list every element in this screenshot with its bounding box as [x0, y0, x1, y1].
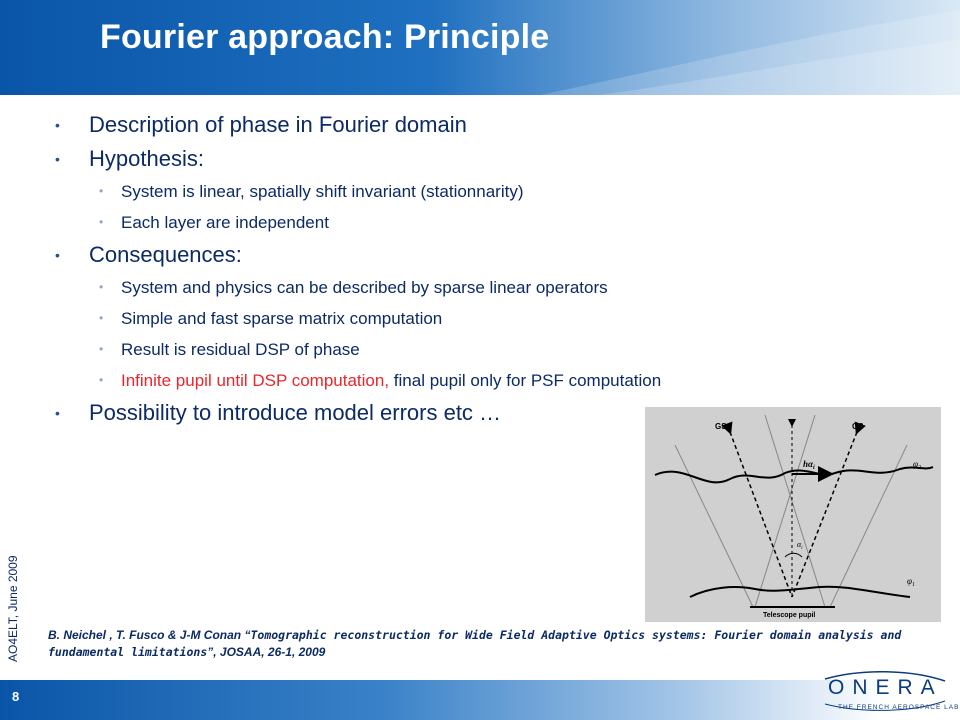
phi2-label: φ2	[913, 459, 921, 471]
sub-bullet-item: System is linear, spatially shift invari…	[55, 176, 915, 207]
onera-logo	[824, 671, 946, 711]
bullet-item: Possibility to introduce model errors et…	[55, 396, 915, 430]
reference-journal: ”, JOSAA, 26-1, 2009	[207, 645, 326, 659]
sub-bullet-item: System and physics can be described by s…	[55, 272, 915, 303]
slide-title: Fourier approach: Principle	[100, 18, 550, 56]
tomography-diagram: GS GS hαi φ2 φ1 αi Telescope pupil	[645, 407, 941, 622]
sub-bullet-item: Each layer are independent	[55, 207, 915, 238]
bullet-list: Description of phase in Fourier domain H…	[55, 108, 915, 430]
bullet-item: Description of phase in Fourier domain	[55, 108, 915, 142]
sub-bullet-item: Result is residual DSP of phase	[55, 334, 915, 365]
gs-left-label: GS	[715, 422, 727, 431]
bullet-item: Hypothesis:	[55, 142, 915, 176]
logo-tagline: THE FRENCH AEROSPACE LAB	[838, 704, 960, 711]
conference-label: AO4ELT, June 2009	[6, 555, 20, 662]
reference-citation: B. Neichel , T. Fusco & J-M Conan “Tomog…	[48, 627, 908, 661]
alpha-label: αi	[797, 540, 803, 551]
turbulent-layer-1	[689, 585, 911, 598]
phi1-label: φ1	[907, 576, 915, 588]
h-alpha-label: hαi	[803, 459, 815, 471]
sub-bullet-item: Infinite pupil until DSP computation, fi…	[55, 365, 915, 396]
header-swoosh	[540, 10, 960, 95]
beam-line	[674, 444, 754, 608]
turbulent-layer-2	[654, 466, 934, 484]
reference-authors: B. Neichel , T. Fusco & J-M Conan “	[48, 628, 251, 642]
beam-line	[829, 444, 908, 608]
bullet-item: Consequences:	[55, 238, 915, 272]
beam-line	[764, 414, 826, 608]
gs-right-label: GS	[852, 422, 864, 431]
page-number: 8	[12, 689, 20, 704]
logo-wordmark: ONERA	[828, 676, 943, 699]
beam-line	[754, 414, 816, 608]
bullet-text: final pupil only for PSF computation	[389, 371, 662, 390]
slide-footer-band	[0, 680, 960, 720]
guide-star-ray	[791, 421, 866, 598]
telescope-pupil-label: Telescope pupil	[763, 612, 815, 619]
tomography-diagram-svg: GS GS hαi φ2 φ1 αi Telescope pupil	[654, 414, 934, 619]
sub-bullet-item: Simple and fast sparse matrix computatio…	[55, 303, 915, 334]
angle-arc	[784, 552, 803, 558]
reference-paper-title: Tomographic reconstruction for Wide Fiel…	[48, 628, 902, 659]
guide-star-ray	[721, 421, 793, 598]
highlight-text: Infinite pupil until DSP computation,	[121, 371, 390, 390]
slide-header-band	[0, 0, 960, 95]
